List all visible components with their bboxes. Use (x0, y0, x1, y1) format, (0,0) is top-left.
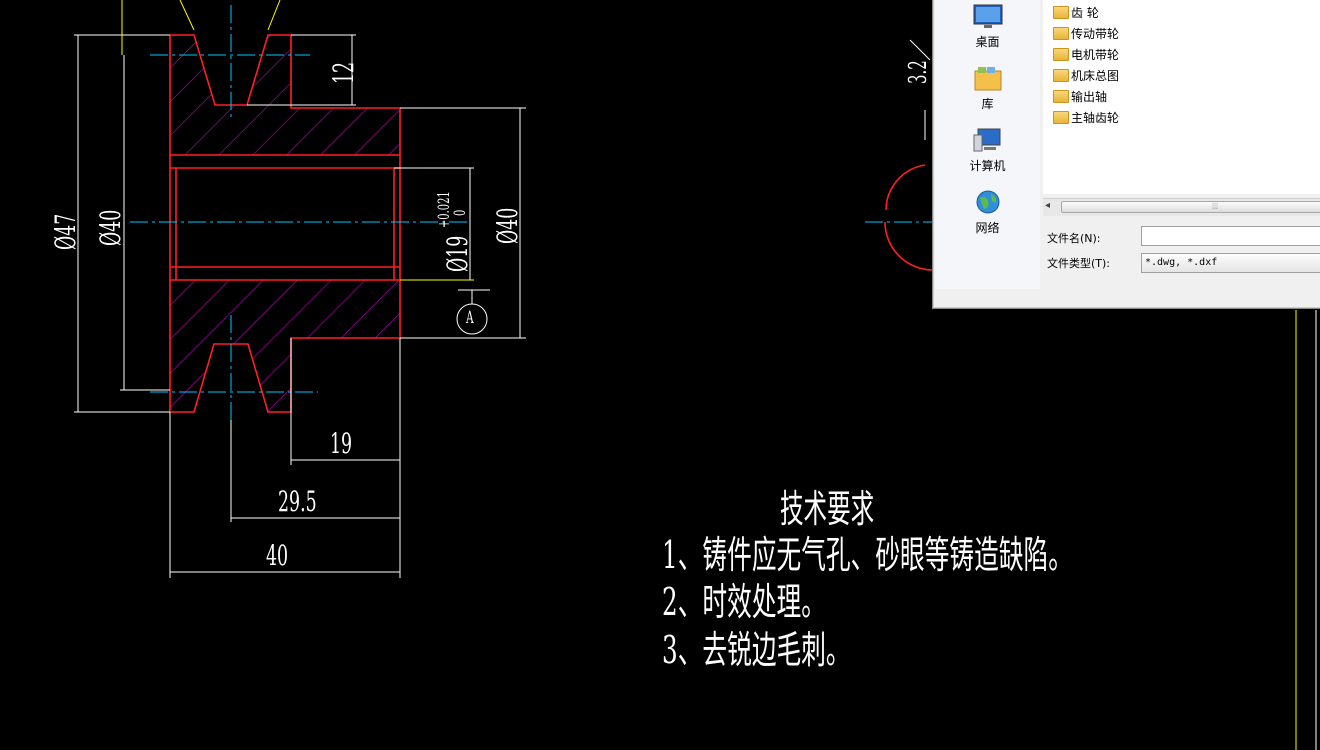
computer-icon (973, 128, 1000, 152)
dim-length-19: 19 (330, 427, 353, 460)
place-label: 库 (981, 97, 994, 111)
folder-icon (1053, 68, 1069, 82)
network-icon (976, 190, 999, 214)
filetype-label: 文件类型(T): (1047, 257, 1111, 270)
dim-bore-tolerance-lower: 0 (450, 209, 469, 216)
folder-item[interactable]: 传动带轮 (1053, 24, 1119, 42)
part-outline (169, 34, 934, 413)
place-computer[interactable]: 计算机 (935, 127, 1040, 174)
desktop-icon (973, 4, 1002, 28)
dim-length-29-5: 29.5 (278, 485, 317, 518)
roughness-value: 3.2 (904, 60, 932, 84)
folder-icon (1053, 89, 1069, 103)
dim-length-40: 40 (266, 539, 289, 572)
dim-diameter-40-right: Ø40 (491, 207, 524, 244)
filename-label: 文件名(N): (1047, 232, 1101, 245)
place-label: 计算机 (969, 159, 1006, 173)
filename-input[interactable] (1141, 226, 1320, 246)
place-desktop[interactable]: 桌面 (935, 3, 1040, 50)
drawing-frame (1295, 310, 1317, 750)
place-network[interactable]: 网络 (935, 189, 1040, 236)
folder-item[interactable]: 主轴齿轮 (1053, 108, 1119, 126)
dim-height-12: 12 (327, 61, 360, 84)
dimension-lines (74, 34, 931, 578)
folder-item[interactable]: 齿 轮 (1053, 3, 1099, 21)
place-library[interactable]: 库 (935, 65, 1040, 112)
section-hatch (170, 35, 400, 412)
dim-bore-diameter: Ø19 (441, 235, 474, 272)
folder-item[interactable]: 机床总图 (1053, 66, 1119, 84)
filetype-select[interactable]: *.dwg, *.dxf (1141, 253, 1320, 273)
tech-requirement-item: 3、去锐边毛刺。 (662, 628, 851, 672)
dim-diameter-47: Ø47 (49, 213, 82, 250)
center-lines (130, 5, 932, 430)
folder-icon (1053, 110, 1069, 124)
folder-item[interactable]: 输出轴 (1053, 87, 1107, 105)
tech-requirements-title: 技术要求 (780, 487, 875, 531)
scrollbar-thumb[interactable]: ⦙⦙⦙ (1061, 201, 1320, 213)
dim-diameter-40-left: Ø40 (94, 209, 127, 246)
scroll-left-icon[interactable]: ◂ (1045, 200, 1051, 211)
file-list[interactable]: 齿 轮 传动带轮 电机带轮 机床总图 输出轴 主轴齿轮 (1043, 0, 1320, 194)
horizontal-scrollbar[interactable]: ◂ ⦙⦙⦙ (1043, 198, 1320, 216)
grip-icon: ⦙⦙⦙ (1212, 202, 1219, 212)
tech-requirement-item: 1、铸件应无气孔、砂眼等铸造缺陷。 (662, 533, 1073, 577)
datum-label: A (466, 308, 474, 328)
place-label: 桌面 (975, 35, 1000, 49)
folder-icon (1053, 5, 1069, 19)
file-open-dialog: 桌面 库 计算机 网络 齿 (932, 0, 1320, 309)
folder-icon (1053, 26, 1069, 40)
place-label: 网络 (975, 221, 1000, 235)
tech-requirement-item: 2、时效处理。 (662, 580, 826, 624)
leader-lines (121, 0, 474, 281)
folder-icon (1053, 47, 1069, 61)
folder-item[interactable]: 电机带轮 (1053, 45, 1119, 63)
places-bar: 桌面 库 计算机 网络 (935, 0, 1040, 289)
library-icon (974, 67, 1001, 91)
